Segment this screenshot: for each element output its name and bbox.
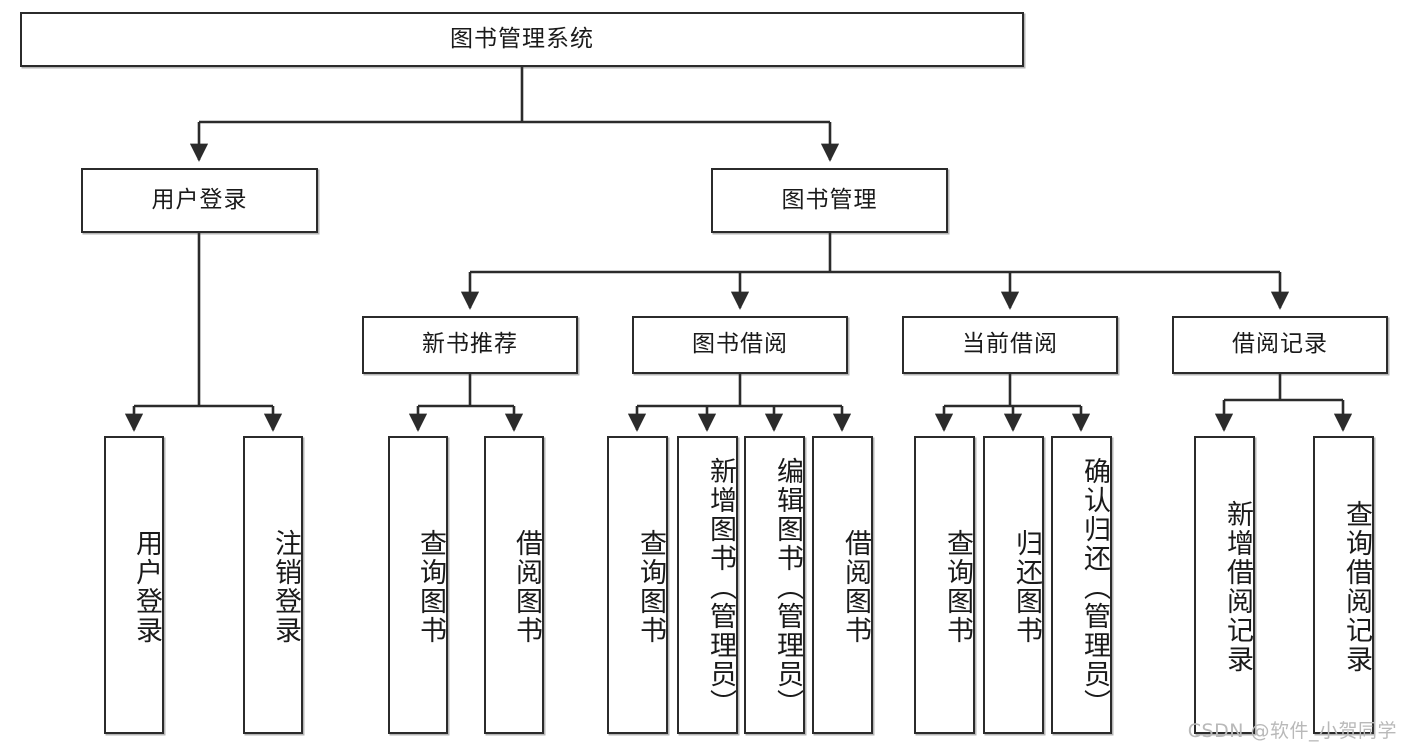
node-leaf-query-book-2-label: 查询图书 xyxy=(635,529,666,645)
node-leaf-logout-label: 注销登录 xyxy=(270,529,301,645)
node-leaf-edit-book[interactable]: 编辑图书（管理员） xyxy=(744,436,805,734)
node-leaf-logout[interactable]: 注销登录 xyxy=(243,436,303,734)
node-leaf-return-book-label: 归还图书 xyxy=(1011,529,1042,645)
node-new-book-recommend-label: 新书推荐 xyxy=(422,331,518,358)
node-leaf-query-book-1[interactable]: 查询图书 xyxy=(388,436,448,734)
node-leaf-query-book-1-label: 查询图书 xyxy=(415,529,446,645)
node-leaf-add-book-label: 新增图书（管理员） xyxy=(705,456,736,718)
node-leaf-confirm-return-label: 确认归还（管理员） xyxy=(1079,456,1110,718)
node-book-borrow-label: 图书借阅 xyxy=(692,331,788,358)
node-leaf-borrow-book-1-label: 借阅图书 xyxy=(511,529,542,645)
node-leaf-borrow-book-2[interactable]: 借阅图书 xyxy=(812,436,873,734)
node-root[interactable]: 图书管理系统 xyxy=(20,12,1024,67)
node-book-manage[interactable]: 图书管理 xyxy=(711,168,948,233)
node-leaf-borrow-book-2-label: 借阅图书 xyxy=(840,529,871,645)
node-root-label: 图书管理系统 xyxy=(450,25,594,52)
node-leaf-query-book-2[interactable]: 查询图书 xyxy=(607,436,668,734)
node-borrow-record-label: 借阅记录 xyxy=(1232,331,1328,358)
node-leaf-borrow-book-1[interactable]: 借阅图书 xyxy=(484,436,544,734)
node-new-book-recommend[interactable]: 新书推荐 xyxy=(362,316,578,374)
node-leaf-query-record[interactable]: 查询借阅记录 xyxy=(1313,436,1374,734)
node-leaf-query-book-3[interactable]: 查询图书 xyxy=(914,436,975,734)
node-leaf-edit-book-label: 编辑图书（管理员） xyxy=(772,456,803,718)
node-user-login-label: 用户登录 xyxy=(151,186,248,213)
node-leaf-query-record-label: 查询借阅记录 xyxy=(1341,500,1372,674)
node-leaf-query-book-3-label: 查询图书 xyxy=(942,529,973,645)
node-leaf-add-book[interactable]: 新增图书（管理员） xyxy=(677,436,738,734)
node-current-borrow-label: 当前借阅 xyxy=(962,331,1058,358)
node-leaf-add-record[interactable]: 新增借阅记录 xyxy=(1194,436,1255,734)
node-book-borrow[interactable]: 图书借阅 xyxy=(632,316,848,374)
watermark: CSDN @软件_小贺同学 xyxy=(1187,720,1397,742)
node-leaf-return-book[interactable]: 归还图书 xyxy=(983,436,1044,734)
node-book-manage-label: 图书管理 xyxy=(781,186,878,213)
node-current-borrow[interactable]: 当前借阅 xyxy=(902,316,1118,374)
node-leaf-add-record-label: 新增借阅记录 xyxy=(1222,500,1253,674)
node-leaf-user-login[interactable]: 用户登录 xyxy=(104,436,164,734)
node-leaf-confirm-return[interactable]: 确认归还（管理员） xyxy=(1051,436,1112,734)
node-borrow-record[interactable]: 借阅记录 xyxy=(1172,316,1388,374)
node-user-login[interactable]: 用户登录 xyxy=(81,168,318,233)
node-leaf-user-login-label: 用户登录 xyxy=(131,529,162,645)
